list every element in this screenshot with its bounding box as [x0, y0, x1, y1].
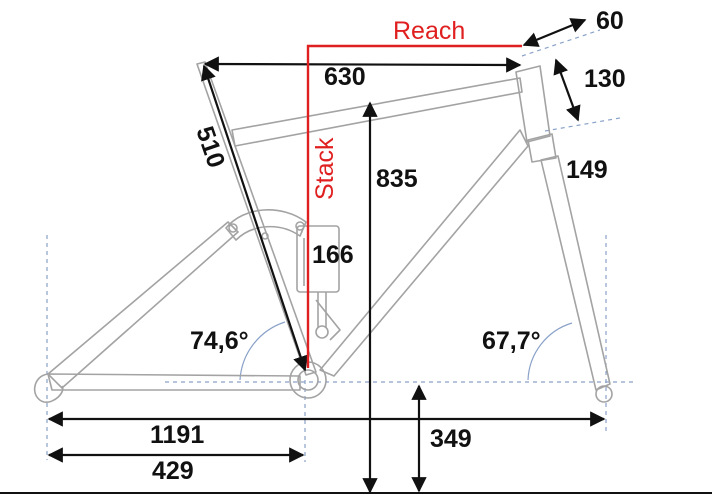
rocker-link — [225, 209, 307, 241]
chain-stay — [47, 373, 301, 391]
stack-label: Stack — [311, 137, 339, 200]
head-angle-label: 67,7° — [482, 327, 541, 355]
head-angle-arc — [527, 322, 573, 381]
reach-stack-line — [306, 44, 522, 368]
seat-stay — [47, 221, 239, 389]
seat-tube-dim — [201, 64, 308, 372]
fork-leg — [540, 155, 611, 391]
chainstay-label: 429 — [152, 457, 194, 485]
reach-label: Reach — [393, 17, 465, 45]
top-tube — [231, 77, 523, 147]
front-axle — [595, 385, 613, 403]
down-tube — [319, 129, 529, 377]
seat-angle-label: 74,6° — [190, 327, 249, 355]
top-tube-dim — [203, 56, 522, 73]
dimension-arrows — [47, 18, 606, 494]
top-tube-label: 630 — [324, 63, 366, 91]
fork-crown — [527, 133, 557, 163]
rear-dropout — [33, 373, 64, 403]
wheelbase-label: 1191 — [150, 421, 204, 449]
shock-length-label: 166 — [312, 241, 354, 269]
fork-length-label: 149 — [566, 156, 608, 184]
stem-offset-label: 60 — [596, 7, 624, 35]
head-tube — [515, 65, 551, 143]
head-tube-dim — [553, 58, 581, 122]
stack-height-label: 835 — [376, 165, 418, 193]
head-tube-label: 130 — [584, 65, 626, 93]
stem-offset-dim — [522, 18, 587, 47]
bb-height-label: 349 — [430, 425, 472, 453]
